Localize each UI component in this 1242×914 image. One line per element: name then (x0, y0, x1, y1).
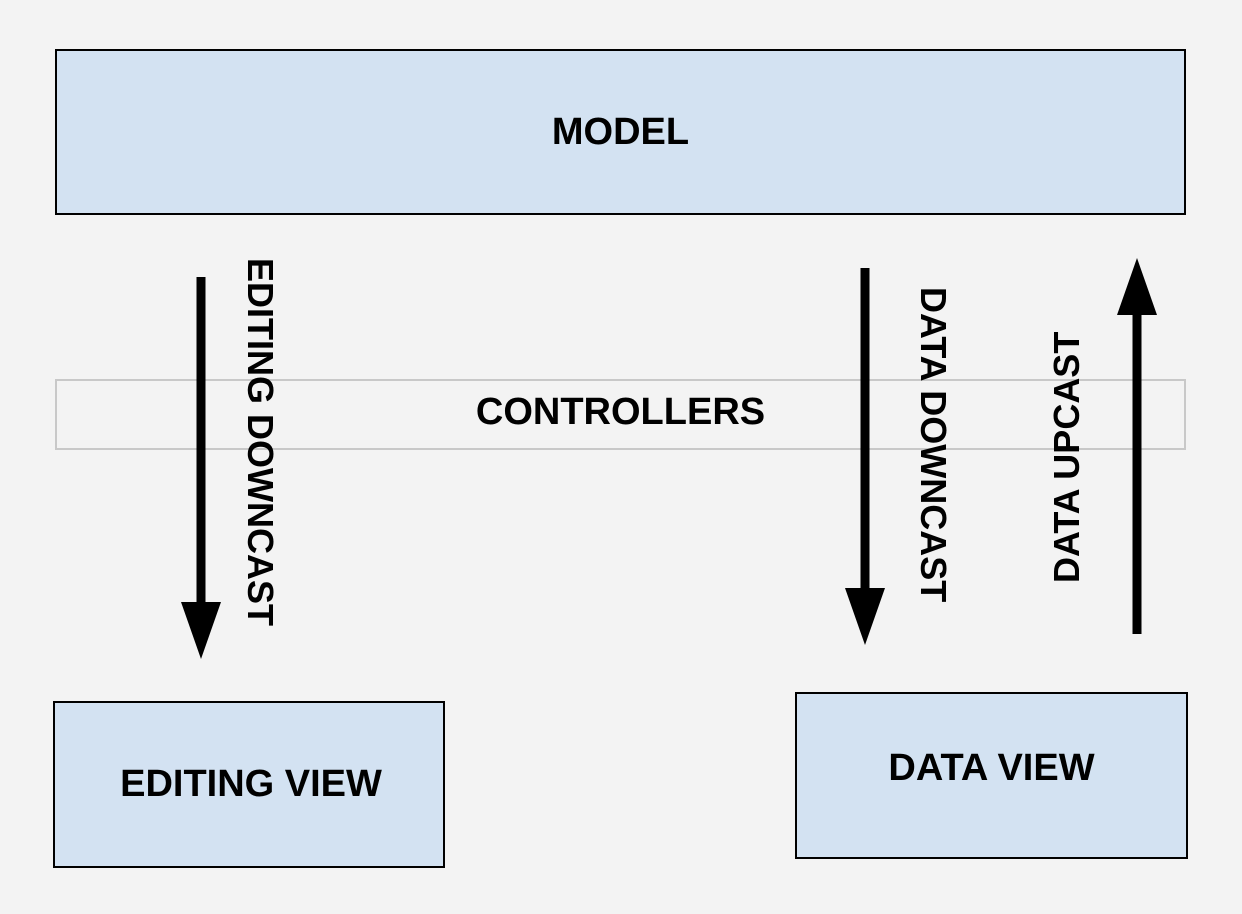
editing-downcast-arrow (181, 277, 221, 659)
editing-view-box: EDITING VIEW (53, 701, 445, 868)
data-downcast-head (845, 588, 885, 645)
editing-view-label: EDITING VIEW (120, 763, 382, 805)
data-downcast-label: DATA DOWNCAST (913, 287, 954, 602)
model-box: MODEL (55, 49, 1186, 215)
controllers-box: CONTROLLERS (55, 379, 1186, 450)
editing-downcast-label: EDITING DOWNCAST (240, 258, 281, 626)
data-downcast-arrow (845, 268, 885, 645)
editing-downcast-head (181, 602, 221, 659)
controllers-label: CONTROLLERS (475, 391, 766, 433)
data-upcast-arrow (1117, 258, 1157, 634)
data-view-box: DATA VIEW (795, 692, 1188, 859)
data-upcast-head (1117, 258, 1157, 315)
data-view-label: DATA VIEW (888, 747, 1095, 789)
data-upcast-label: DATA UPCAST (1046, 332, 1087, 583)
model-label: MODEL (551, 110, 690, 153)
